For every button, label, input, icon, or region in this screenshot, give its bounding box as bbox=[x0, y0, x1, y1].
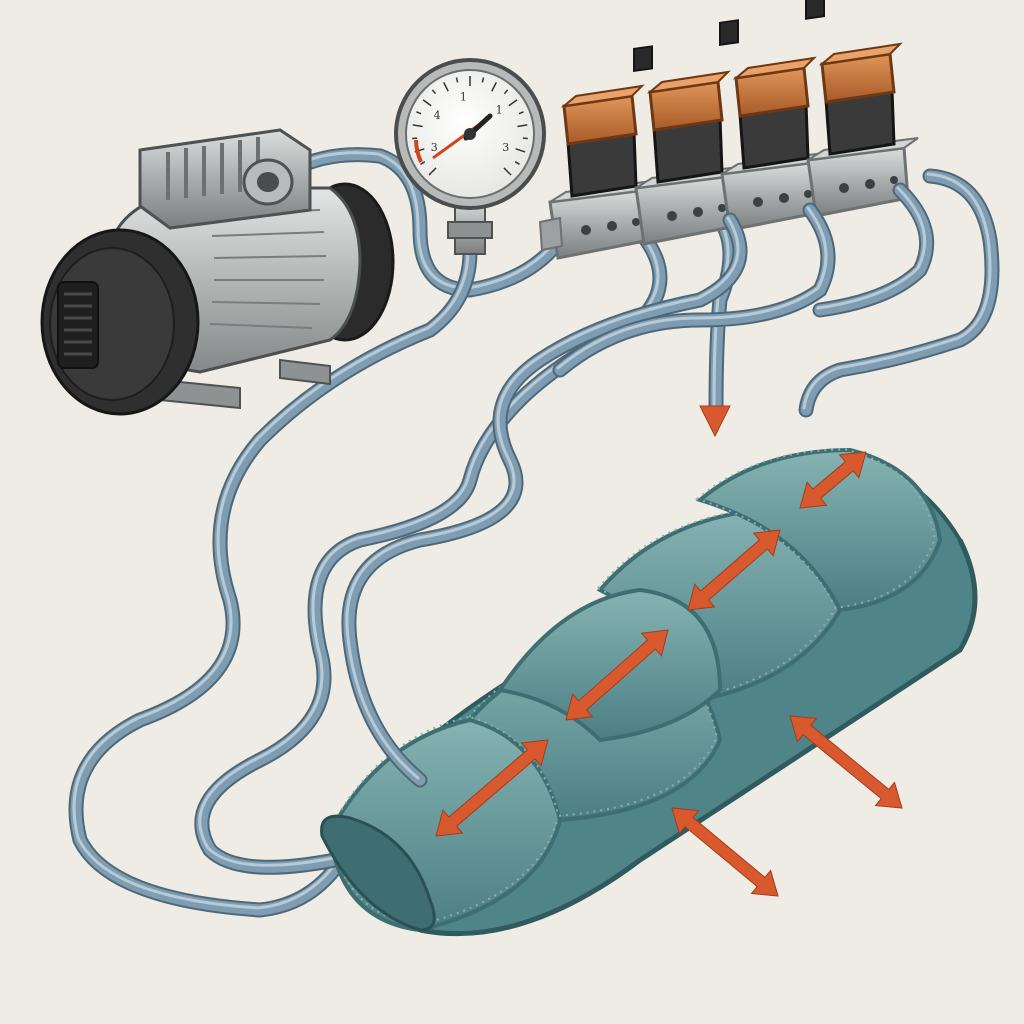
gauge-tick-label: 3 bbox=[431, 141, 438, 154]
cuff-chamber-middle bbox=[496, 587, 723, 743]
double-arrow-icon bbox=[565, 629, 669, 721]
tube-manifold-end bbox=[798, 168, 1000, 418]
tube-loop-a bbox=[68, 244, 478, 918]
solenoid-valve-2 bbox=[634, 19, 747, 246]
expansion-arrows bbox=[435, 451, 903, 897]
gauge-tick-label: 3 bbox=[502, 141, 509, 154]
double-arrow-icon bbox=[799, 451, 867, 509]
air-tubes-front bbox=[341, 168, 1000, 788]
solenoid-valve-1 bbox=[548, 45, 661, 260]
double-arrow-icon bbox=[671, 807, 779, 897]
double-arrow-icon bbox=[687, 529, 781, 611]
gauge-tick-label: 1 bbox=[496, 104, 503, 117]
gauge-labels: 3 4 1 1 3 bbox=[431, 91, 509, 154]
gauge-ticks bbox=[412, 76, 528, 176]
double-arrow-icon bbox=[435, 739, 549, 837]
compressor-motor-icon bbox=[40, 128, 395, 416]
cuff-rim bbox=[419, 538, 978, 937]
tube-valve4 bbox=[812, 182, 935, 318]
cuff-chamber-4 bbox=[694, 447, 943, 613]
double-arrow-icon bbox=[789, 715, 903, 809]
tube-valve3 bbox=[552, 202, 836, 378]
tube-valve2 bbox=[341, 212, 748, 788]
solenoid-valve-4 bbox=[806, 42, 919, 218]
solenoid-valve-icon bbox=[538, 0, 919, 260]
gauge-tick-label: 4 bbox=[434, 109, 441, 122]
manifold-inlet bbox=[538, 216, 564, 252]
exhaust-arrow-icon bbox=[699, 405, 731, 438]
tube-compressor-to-gauge bbox=[284, 147, 568, 298]
pressure-gauge-icon: 3 4 1 1 3 bbox=[394, 58, 546, 255]
gauge-tick-label: 1 bbox=[460, 91, 467, 104]
